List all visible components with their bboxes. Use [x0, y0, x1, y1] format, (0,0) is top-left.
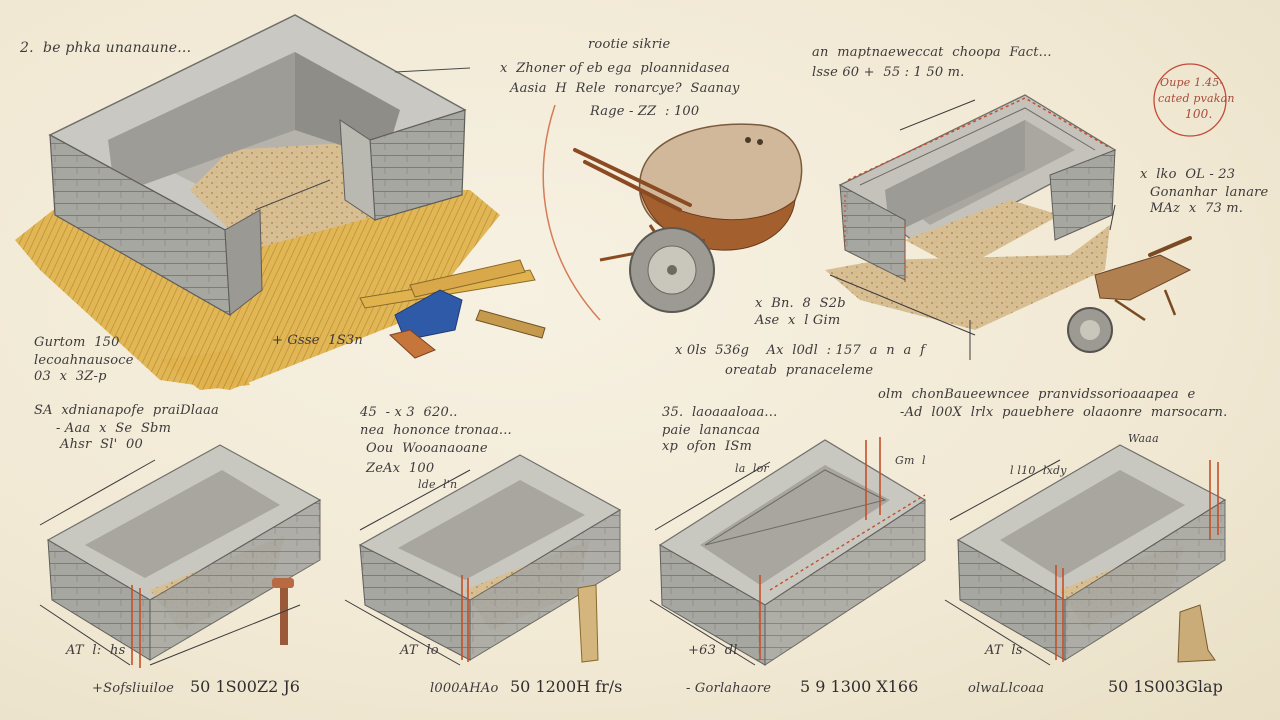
- circle-note-1: Oupe 1.45-: [1160, 76, 1224, 89]
- circle-note-3: 100.: [1185, 107, 1213, 121]
- stage-c-dim: +63 dl: [688, 643, 738, 658]
- stage-d-tag: l l10 lxdy: [1010, 464, 1067, 477]
- top-left-heading: 2. be phka unanaune...: [20, 40, 192, 56]
- stage-c-note-2: paie lanancaa: [662, 423, 761, 438]
- stage-c-tag: la lor: [735, 462, 769, 475]
- rebar-foundation-sketch: [825, 63, 1227, 360]
- stage-c-foot-scale: 5 9 1300 X166: [800, 677, 919, 696]
- stage-b-note-4: ZeAx 100: [366, 461, 435, 476]
- center-note-1: x Bn. 8 S2b: [755, 296, 846, 311]
- stage-c-note-1: 35. laoaaaloaa...: [662, 405, 778, 420]
- stage-d-foot-left: olwaLlcoaa: [968, 681, 1045, 696]
- center-note-2: Ase x l Gim: [755, 313, 841, 328]
- stage-b-foot-scale: 50 1200H fr/s: [510, 677, 623, 696]
- side-right-note-1: x lko OL - 23: [1140, 167, 1236, 182]
- wheelbarrow-note-1: rootie sikrie: [588, 37, 671, 52]
- stage-d-note-1: olm chonBaueewncee pranvidssorioaaapea e: [878, 387, 1196, 402]
- stage-b-note-1: 45 - x 3 620..: [360, 405, 458, 420]
- stage-a-dim: AT l: hs: [66, 643, 126, 658]
- stage-d-tag-2: Waaa: [1128, 432, 1159, 445]
- stage-b-note-3: Oou Wooanaoane: [366, 441, 488, 456]
- stage-d-sketch: [944, 444, 1227, 666]
- stage-d-note-2: -Ad l00X lrlx pauebhere olaaonre marsoca…: [900, 405, 1228, 420]
- stage-c-sketch: [649, 437, 927, 666]
- stage-a-sketch: [39, 444, 322, 668]
- stage-a-foot-left: +Sofsliuiloe: [92, 681, 175, 696]
- stage-a-note-1: SA xdnianapofe praiDlaaa: [34, 403, 220, 418]
- stage-a-note-3: Ahsr Sl' 00: [60, 437, 143, 452]
- center-note-3: x 0ls 536g Ax l0dl : 157 a n a f: [675, 343, 926, 358]
- tools-label: + Gsse 1S3n: [272, 333, 363, 348]
- tools-sketch: [359, 259, 546, 359]
- left-mid-note-3: 03 x 3Z-p: [34, 369, 107, 384]
- stage-c-foot-left: - Gorlahaore: [686, 681, 772, 696]
- top-right-note-2: lsse 60 + 55 : 1 50 m.: [812, 65, 965, 80]
- top-right-note-1: an maptnaeweccat choopa Fact...: [812, 45, 1052, 60]
- side-right-note-3: MAz x 73 m.: [1150, 201, 1244, 216]
- stage-d-foot-scale: 50 1S003Glap: [1108, 677, 1223, 696]
- stage-c-note-3: xp ofon ISm: [662, 439, 752, 454]
- wheelbarrow-note-3: Aasia H Rele ronarcye? Saanay: [510, 81, 740, 96]
- stage-c-tag-2: Gm l: [895, 454, 926, 467]
- stage-b-tag: lde l'n: [418, 478, 458, 491]
- stage-b-dim: AT lo: [400, 643, 439, 658]
- wheelbarrow-note-2: x Zhoner of eb ega ploannidasea: [500, 61, 730, 76]
- left-mid-note-2: lecoahnausoce: [34, 353, 134, 368]
- wheelbarrow-note-4: Rage - ZZ : 100: [590, 104, 700, 119]
- stage-a-note-2: - Aaa x Se Sbm: [56, 421, 172, 436]
- wheelbarrow-sketch: [542, 104, 803, 321]
- stage-b-note-2: nea hononce tronaa...: [360, 423, 512, 438]
- small-wheelbarrow-sketch: [1067, 236, 1192, 353]
- stage-b-foot-left: l000AHAo: [430, 681, 499, 696]
- circle-note-2: cated pvakan: [1158, 92, 1235, 105]
- stage-a-foot-scale: 50 1S00Z2 J6: [190, 677, 300, 696]
- center-note-4: oreatab pranaceleme: [725, 363, 874, 378]
- large-foundation-sketch: [15, 14, 500, 390]
- stage-d-dim: AT ls: [985, 643, 1023, 658]
- left-mid-note-1: Gurtom 150: [34, 335, 120, 350]
- stage-b-sketch: [344, 454, 622, 666]
- side-right-note-2: Gonanhar lanare: [1150, 185, 1269, 200]
